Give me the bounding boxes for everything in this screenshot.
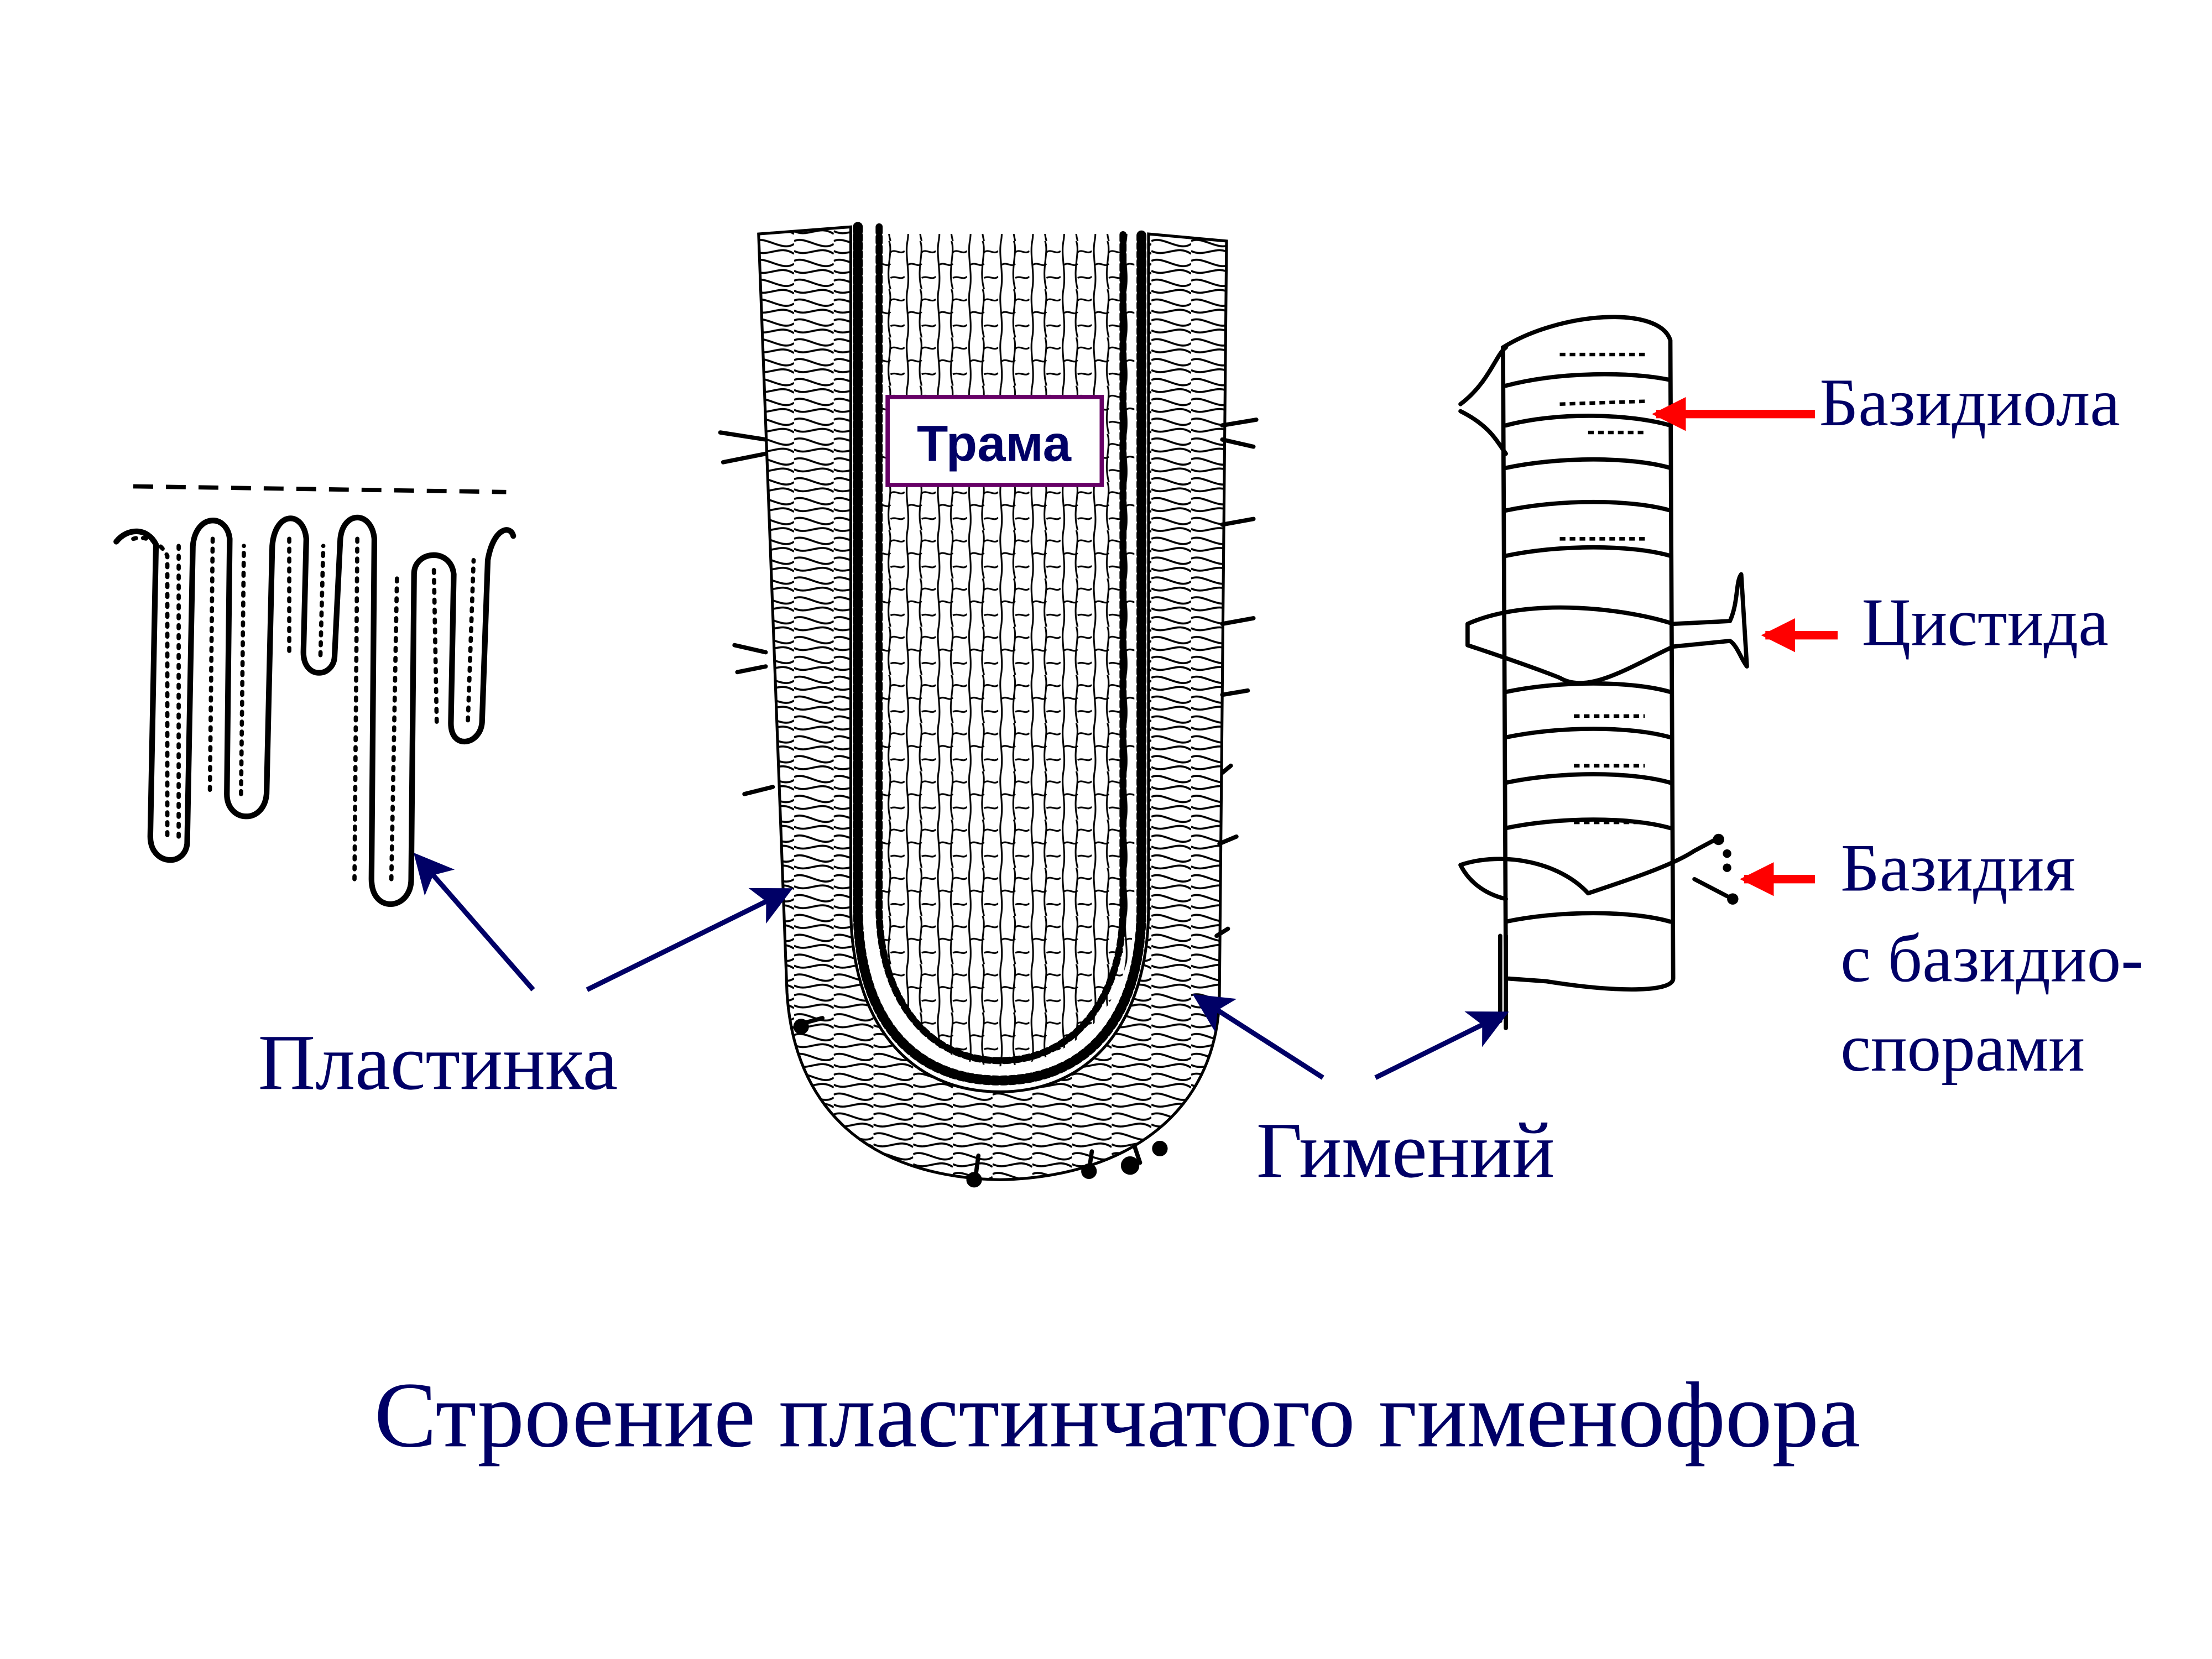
label-plastinka: Пластинка: [258, 1019, 618, 1107]
label-bazidiya-1: Базидия: [1840, 830, 2075, 905]
pointer-arrows: [413, 852, 1509, 1080]
trama-label: Трама: [917, 414, 1072, 472]
label-gimeniy: Гимений: [1256, 1107, 1554, 1194]
arrow-gimeniy-2: [1374, 1011, 1509, 1080]
highlight-arrows: [1652, 397, 1838, 896]
lamellae-drawing: [113, 484, 517, 907]
trama-label-box: Трама: [885, 395, 1104, 487]
arrow-gimeniy-1: [1192, 994, 1324, 1080]
hymenium-drawing: [1458, 315, 1749, 1030]
label-bazidiola: Базидиола: [1819, 364, 2120, 440]
label-cistida: Цистида: [1862, 585, 2109, 660]
gill-section-drawing: [718, 222, 1259, 1188]
page-title: Строение пластинчатого гименофора: [374, 1363, 1860, 1467]
label-bazidiya-2: с базидио-: [1840, 920, 2143, 996]
arrow-plastinka-2: [586, 888, 793, 992]
label-bazidiya-3: спорами: [1840, 1010, 2085, 1086]
arrow-plastinka-1: [413, 852, 535, 992]
